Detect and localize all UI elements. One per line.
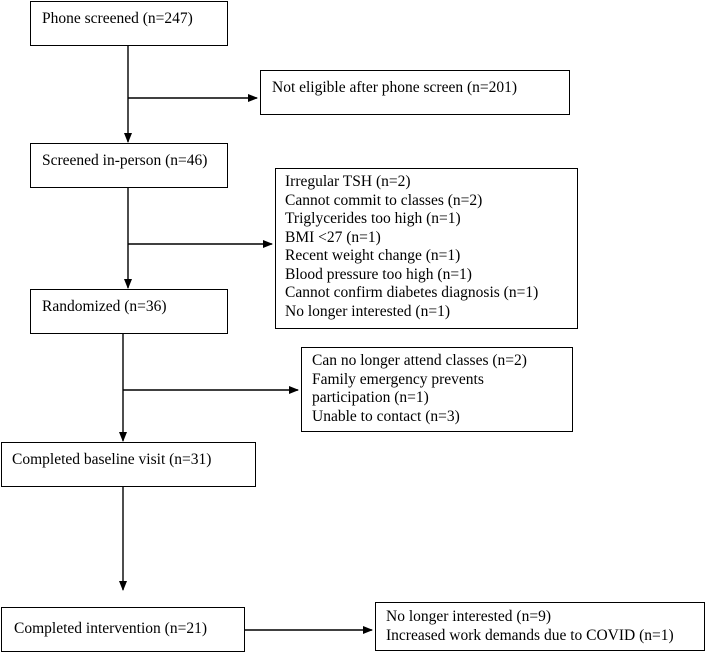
completed-baseline-text: Completed baseline visit (n=31) [12,451,212,468]
exclusion-item: Cannot commit to classes (n=2) [285,191,483,209]
exclusion-item: No longer interested (n=1) [285,302,450,320]
exclusion-item: Triglycerides too high (n=1) [285,210,461,227]
exclusion-item: Increased work demands due to COVID (n=1… [386,626,674,644]
exclusion-item: Unable to contact (n=3) [312,407,460,425]
exclusion-item: Irregular TSH (n=2) [285,173,411,190]
exclusion-item: Blood pressure too high (n=1) [285,265,472,283]
exclusion-item: No longer interested (n=9) [386,608,551,625]
intervention-exclusions-box: No longer interested (n=9) Increased wor… [375,602,705,651]
not-eligible-phone-text: Not eligible after phone screen (n=201) [272,79,518,96]
screened-in-person-box: Screened in-person (n=46) [30,143,228,188]
phone-screened-box: Phone screened (n=247) [30,1,228,46]
exclusion-item: Family emergency prevents [312,370,484,388]
phone-screened-text: Phone screened (n=247) [42,10,193,27]
exclusion-item: Cannot confirm diabetes diagnosis (n=1) [285,284,539,301]
exclusion-item: Recent weight change (n=1) [285,247,461,264]
screened-in-person-text: Screened in-person (n=46) [42,152,208,169]
randomized-exclusions-box: Can no longer attend classes (n=2) Famil… [301,347,573,432]
exclusion-item: BMI <27 (n=1) [285,228,381,246]
randomized-text: Randomized (n=36) [42,298,167,315]
completed-intervention-text: Completed intervention (n=21) [14,620,207,637]
randomized-box: Randomized (n=36) [30,289,228,334]
in-person-exclusions-box: Irregular TSH (n=2) Cannot commit to cla… [275,168,578,329]
completed-intervention-box: Completed intervention (n=21) [1,607,245,652]
exclusion-item: participation (n=1) [312,389,429,406]
not-eligible-phone-box: Not eligible after phone screen (n=201) [260,70,570,115]
exclusion-item: Can no longer attend classes (n=2) [312,352,527,369]
completed-baseline-box: Completed baseline visit (n=31) [1,442,256,487]
